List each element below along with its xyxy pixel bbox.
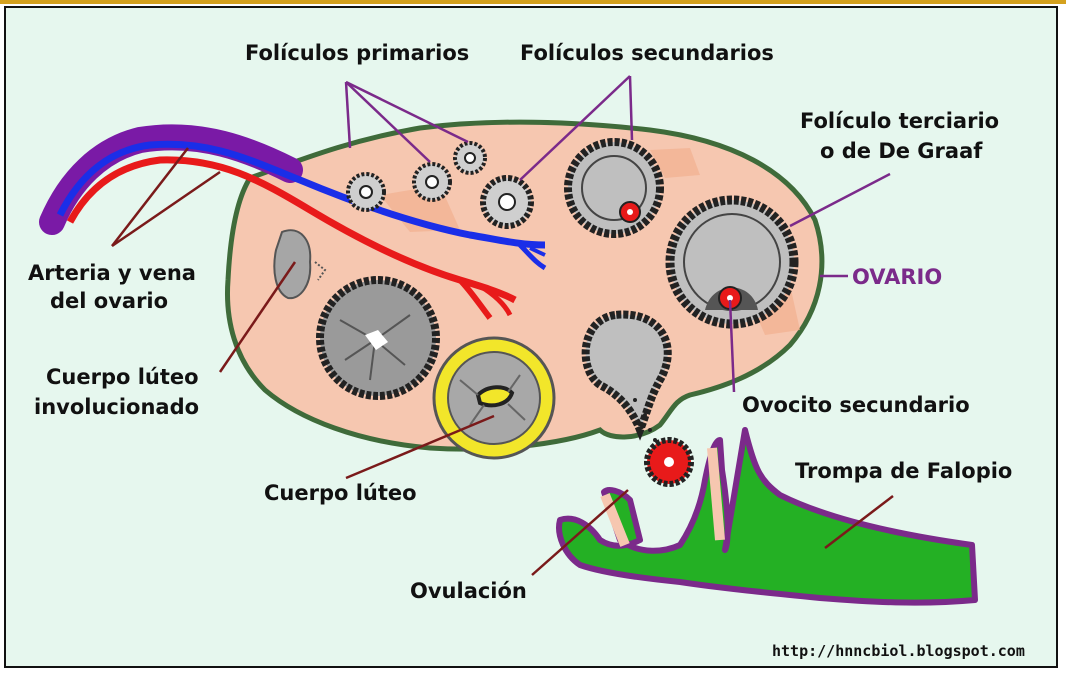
label-artery-vein-line1: Arteria y vena	[28, 260, 196, 286]
released-oocyte	[647, 440, 691, 484]
label-fallopian-tube: Trompa de Falopio	[795, 458, 1012, 484]
label-ovulation: Ovulación	[410, 578, 527, 604]
atretic-follicle	[320, 280, 436, 396]
primary-follicle	[414, 164, 450, 200]
label-tertiary-follicle-line1: Folículo terciario	[800, 108, 999, 134]
graafian-follicle	[670, 200, 794, 324]
primary-follicle	[348, 174, 384, 210]
primary-follicle	[455, 143, 485, 173]
label-primary-follicles: Folículos primarios	[245, 40, 469, 66]
label-involuted-corpus-luteum-line1: Cuerpo lúteo	[46, 364, 199, 390]
label-secondary-oocyte: Ovocito secundario	[742, 392, 970, 418]
label-involuted-corpus-luteum-line2: involucionado	[34, 394, 199, 420]
secondary-follicle-with-antrum	[568, 142, 660, 234]
source-credit: http://hnncbiol.blogspot.com	[772, 642, 1025, 660]
label-corpus-luteum: Cuerpo lúteo	[264, 480, 417, 506]
label-ovary: OVARIO	[852, 264, 942, 290]
label-tertiary-follicle-line2: o de De Graaf	[820, 138, 982, 164]
leader-vessel-2	[112, 172, 220, 246]
fallopian-tube	[559, 430, 975, 603]
leader-primary-1	[346, 82, 350, 148]
corpus-luteum	[434, 338, 554, 458]
secondary-follicle	[483, 178, 531, 226]
label-artery-vein-line2: del ovario	[50, 288, 168, 314]
label-secondary-follicles: Folículos secundarios	[520, 40, 774, 66]
